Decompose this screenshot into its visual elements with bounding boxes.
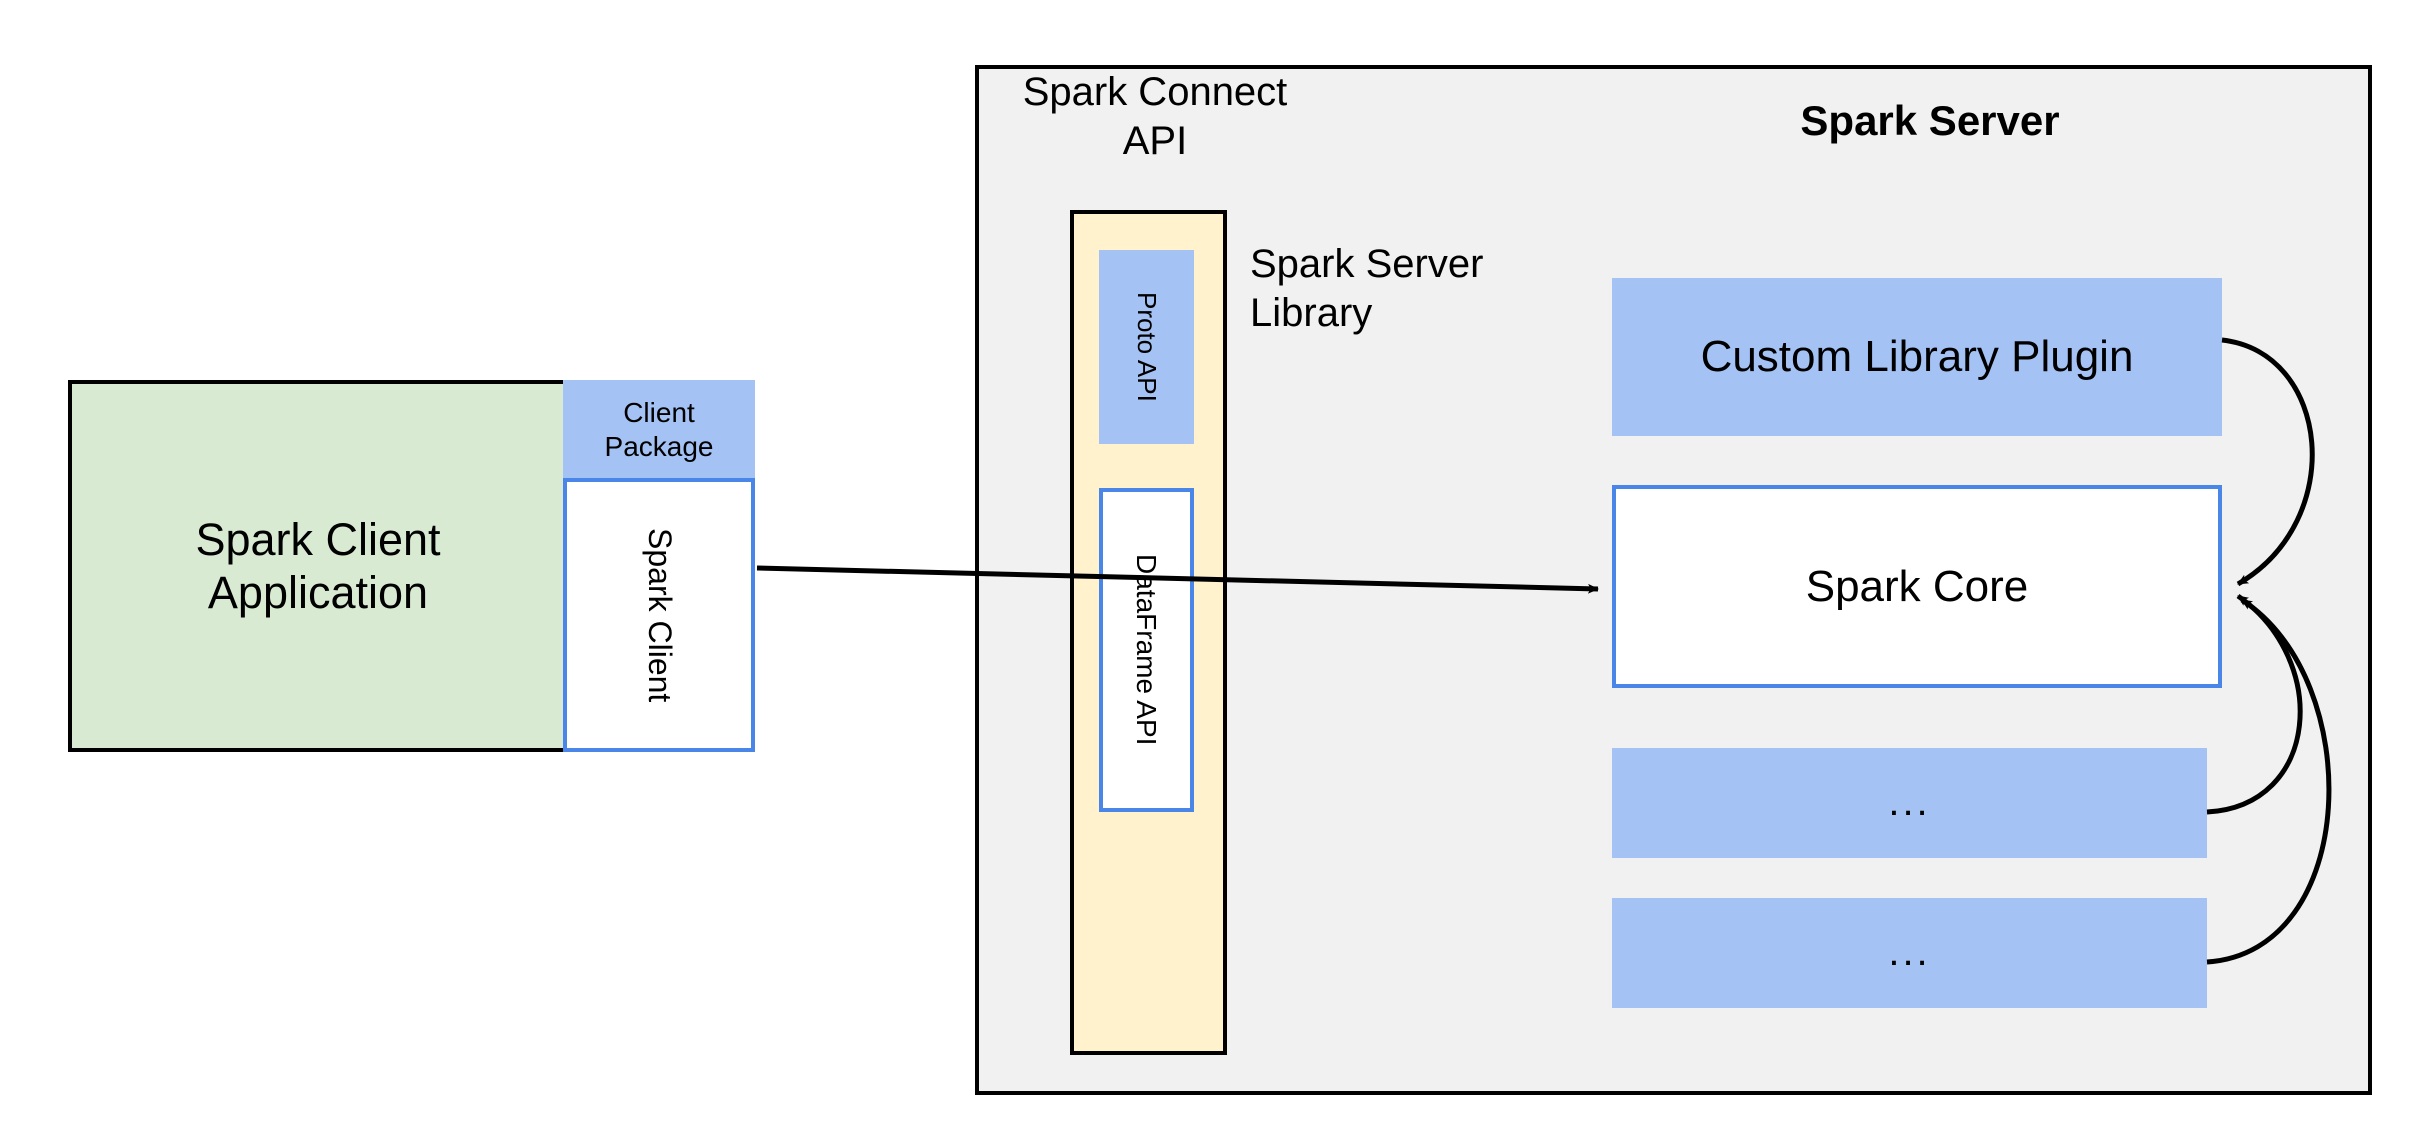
ellipsis-box-1: ... xyxy=(1612,748,2207,858)
spark-server-title: Spark Server xyxy=(1800,97,2060,144)
client-package-box: Client Package xyxy=(563,380,755,479)
ellipsis-box-2: ... xyxy=(1612,898,2207,1008)
spark-core-box: Spark Core xyxy=(1612,485,2222,688)
proto-api-box: Proto API xyxy=(1099,250,1194,444)
proto-api-label: Proto API xyxy=(1131,292,1162,402)
dataframe-api-label: DataFrame API xyxy=(1131,554,1163,746)
spark-server-library-label: Spark Server Library xyxy=(1250,242,1484,335)
spark-connect-api-label: Spark Connect API xyxy=(1022,70,1288,163)
spark-client-box: Spark Client xyxy=(563,478,755,752)
custom-library-plugin-box: Custom Library Plugin xyxy=(1612,278,2222,436)
spark-client-label: Spark Client xyxy=(641,527,678,703)
spark-client-application-box: Spark Client Application xyxy=(68,380,568,752)
dataframe-api-box: DataFrame API xyxy=(1099,488,1194,812)
